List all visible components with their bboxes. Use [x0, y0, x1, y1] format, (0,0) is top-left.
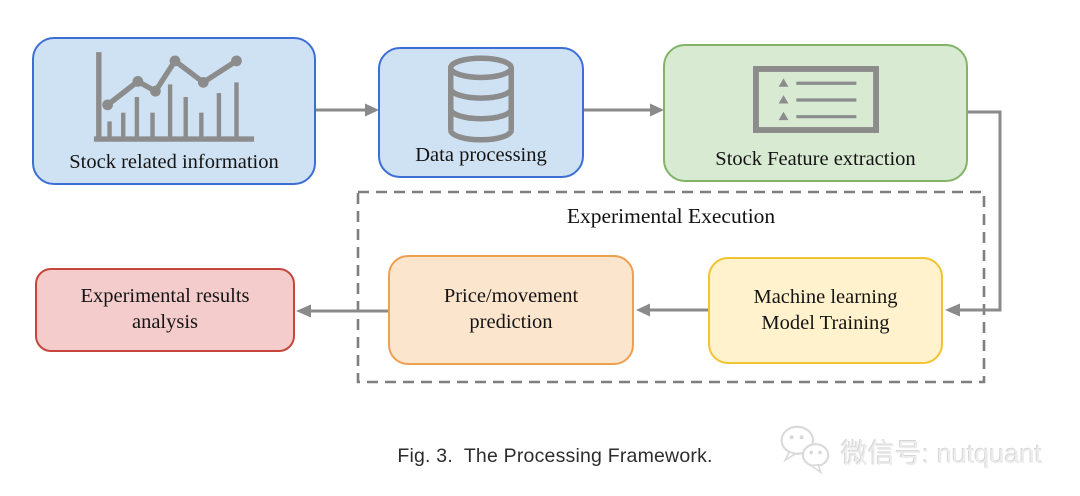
group-title-experimental-execution: Experimental Execution [566, 204, 776, 228]
figure-caption: Fig. 3. The Processing Framework. [397, 445, 713, 467]
node-machine-learning-model-training: Machine learning Model Training [708, 257, 943, 364]
wechat-icon [779, 421, 833, 482]
node-label: Stock Feature extraction [715, 148, 916, 171]
arrow-prediction-to-results-analysis [296, 304, 388, 318]
bar-line-chart-icon [34, 39, 314, 150]
arrow-data-processing-to-feature-extraction [584, 103, 664, 117]
arrow-stock-info-to-data-processing [316, 103, 379, 117]
node-price-movement-prediction: Price/movement prediction [388, 255, 634, 365]
node-stock-related-information: Stock related information [32, 37, 316, 185]
experimental-execution-dashed-border [356, 190, 986, 384]
elbow-feature-extraction-to-model-training [945, 110, 1002, 317]
watermark-text: 微信号: nutquant [841, 439, 1043, 469]
node-experimental-results-analysis: Experimental results analysis [35, 268, 295, 352]
node-label: Machine learning Model Training [753, 285, 898, 334]
feature-list-icon [665, 46, 966, 147]
node-label: Experimental results analysis [80, 285, 250, 333]
arrow-model-training-to-prediction [636, 303, 708, 317]
node-stock-feature-extraction: Stock Feature extraction [663, 44, 968, 182]
database-icon [380, 49, 582, 143]
watermark: 微信号: nutquant [779, 421, 1042, 482]
node-data-processing: Data processing [378, 47, 584, 178]
node-label: Data processing [415, 144, 547, 167]
node-label: Price/movement prediction [443, 285, 579, 333]
node-label: Stock related information [69, 151, 279, 174]
